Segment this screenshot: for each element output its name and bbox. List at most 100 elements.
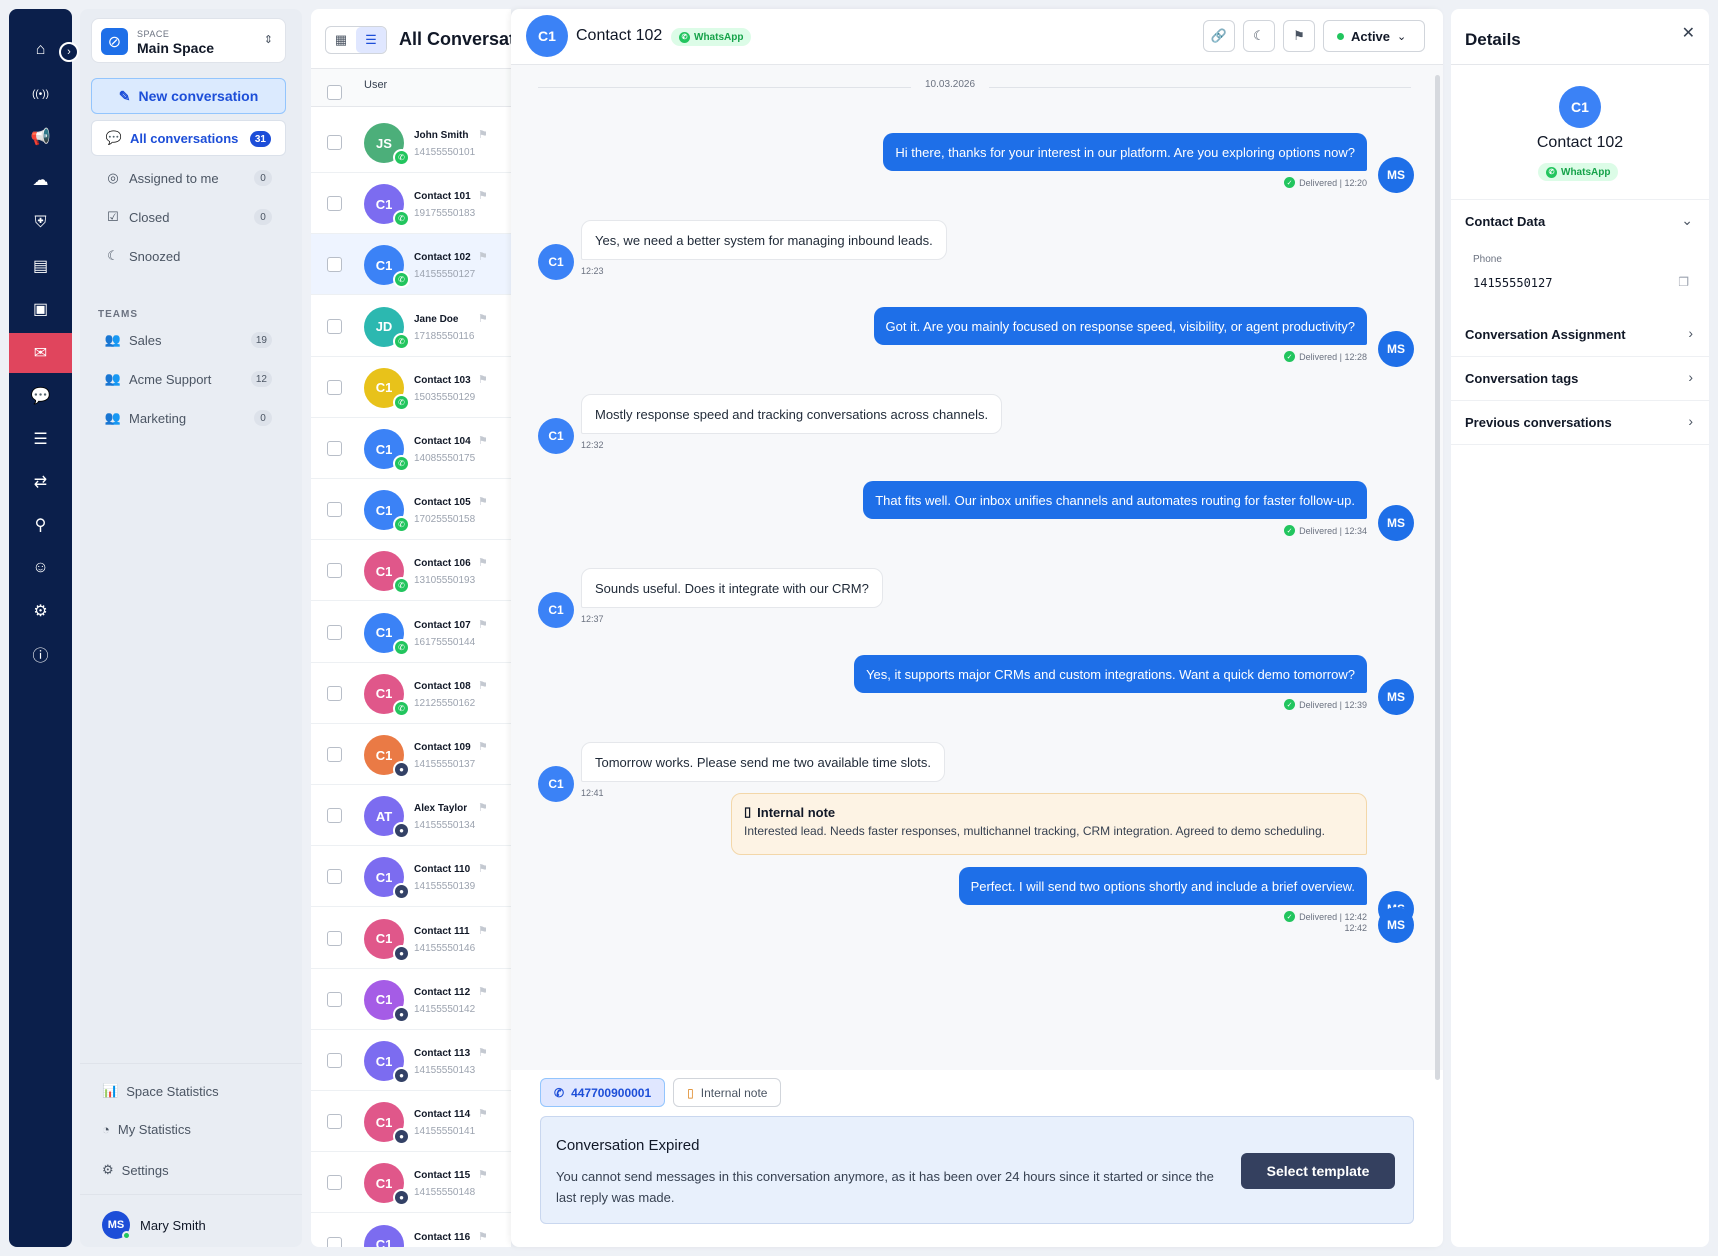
flag-icon[interactable]: ⚑ [478, 312, 488, 325]
info-icon[interactable]: ⓘ [32, 648, 49, 665]
scrollbar[interactable] [1435, 75, 1440, 1080]
home-icon[interactable]: ⌂ [35, 41, 46, 58]
flag-icon[interactable]: ⚑ [478, 802, 488, 815]
row-checkbox[interactable] [327, 1114, 342, 1130]
gear-icon[interactable]: ⚙ [33, 603, 48, 620]
sync-icon[interactable]: ⇄ [33, 474, 48, 491]
table-view-icon[interactable]: ▦ [334, 32, 348, 47]
view-toggle[interactable]: ▦ ☰ [325, 26, 387, 54]
row-checkbox[interactable] [327, 808, 342, 824]
select-all-checkbox[interactable] [327, 85, 342, 100]
nav-item-snoozed[interactable]: ☾ Snoozed [91, 238, 286, 274]
flag-icon[interactable]: ⚑ [478, 251, 488, 264]
flag-icon[interactable]: ⚑ [478, 618, 488, 631]
conversation-tags-section[interactable]: Conversation tags › [1451, 357, 1709, 401]
row-checkbox[interactable] [327, 1236, 342, 1247]
row-checkbox[interactable] [327, 502, 342, 518]
flag-icon[interactable]: ⚑ [478, 985, 488, 998]
row-checkbox[interactable] [327, 563, 342, 579]
my-statistics-link[interactable]: ◔ My Statistics [102, 1122, 191, 1137]
message-thread[interactable]: 10.03.2026 Hi there, thanks for your int… [511, 65, 1443, 1080]
nav-item-closed[interactable]: ☑ Closed 0 [91, 199, 286, 235]
list-view-icon[interactable]: ☰ [356, 27, 386, 53]
nav-item-all-conversations[interactable]: 💬 All conversations 31 [91, 120, 286, 156]
flag-icon[interactable]: ⚑ [478, 557, 488, 570]
settings-link[interactable]: ⚙ Settings [102, 1162, 169, 1178]
megaphone-icon[interactable]: 📢 [30, 129, 51, 146]
row-checkbox[interactable] [327, 869, 342, 885]
flag-icon[interactable]: ⚑ [478, 924, 488, 937]
row-checkbox[interactable] [327, 318, 342, 334]
flag-icon[interactable]: ⚑ [478, 129, 488, 141]
space-statistics-link[interactable]: 📊 Space Statistics [102, 1083, 219, 1099]
chats-icon[interactable]: 💬 [30, 388, 51, 405]
row-checkbox[interactable] [327, 1175, 342, 1191]
row-checkbox[interactable] [327, 257, 342, 273]
contacts-book-icon[interactable]: ▤ [32, 258, 49, 275]
list-item[interactable]: C1●Contact 11614155550155⚑ [311, 1214, 511, 1247]
shield-icon[interactable]: ⛨ [34, 214, 47, 231]
team-item-acme-support[interactable]: 👥 Acme Support 12 [91, 361, 286, 397]
close-icon[interactable]: ✕ [1681, 25, 1695, 42]
row-checkbox[interactable] [327, 685, 342, 701]
flag-icon[interactable]: ⚑ [478, 863, 488, 876]
new-conversation-button[interactable]: ✎ New conversation [91, 78, 286, 114]
tab-internal-note[interactable]: ▯ Internal note [673, 1078, 782, 1107]
row-checkbox[interactable] [327, 624, 342, 640]
select-template-button[interactable]: Select template [1241, 1153, 1395, 1189]
row-checkbox[interactable] [327, 135, 342, 150]
status-dropdown[interactable]: Active ⌄ [1323, 20, 1425, 52]
flag-icon[interactable]: ⚑ [478, 741, 488, 753]
broadcast-icon[interactable]: ((•)) [32, 88, 49, 100]
current-user[interactable]: MS Mary Smith [102, 1211, 206, 1240]
flag-icon[interactable]: ⚑ [478, 190, 488, 203]
row-checkbox[interactable] [327, 1053, 342, 1068]
user-icon[interactable]: ☺ [32, 559, 49, 576]
row-checkbox[interactable] [327, 991, 342, 1007]
flag-icon[interactable]: ⚑ [478, 1047, 488, 1059]
flag-button[interactable]: ⚑ [1283, 20, 1315, 52]
database-icon[interactable]: ☰ [33, 431, 48, 448]
nav-item-assigned-to-me[interactable]: ◎ Assigned to me 0 [91, 160, 286, 196]
flag-icon[interactable]: ⚑ [478, 496, 488, 509]
team-item-sales[interactable]: 👥 Sales 19 [91, 322, 286, 358]
row-checkbox[interactable] [327, 379, 342, 395]
flag-icon[interactable]: ⚑ [478, 1230, 488, 1243]
flag-icon[interactable]: ⚑ [478, 679, 488, 692]
inbox-icon[interactable]: ✉ [9, 333, 72, 373]
tab-whatsapp-number[interactable]: ✆ 447700900001 [540, 1078, 666, 1107]
flag-icon[interactable]: ⚑ [478, 373, 488, 386]
link-button[interactable]: 🔗 [1203, 20, 1235, 52]
row-checkbox[interactable] [327, 441, 342, 456]
cloud-icon[interactable]: ☁ [32, 172, 49, 189]
team-item-marketing[interactable]: 👥 Marketing 0 [91, 400, 286, 436]
flag-icon[interactable]: ⚑ [478, 1169, 488, 1182]
webhook-icon[interactable]: ⚲ [34, 517, 47, 534]
copy-icon[interactable]: ❐ [1678, 275, 1689, 289]
previous-conversations-section[interactable]: Previous conversations › [1451, 401, 1709, 445]
flag-icon[interactable]: ⚑ [478, 435, 488, 447]
snooze-button[interactable]: ☾ [1243, 20, 1275, 52]
flag-icon[interactable]: ⚑ [478, 1108, 488, 1121]
row-checkbox[interactable] [327, 930, 342, 946]
conversation-assignment-section[interactable]: Conversation Assignment › [1451, 313, 1709, 357]
row-checkbox[interactable] [327, 196, 342, 212]
contact-data-section[interactable]: Contact Data ⌄ [1451, 199, 1709, 243]
